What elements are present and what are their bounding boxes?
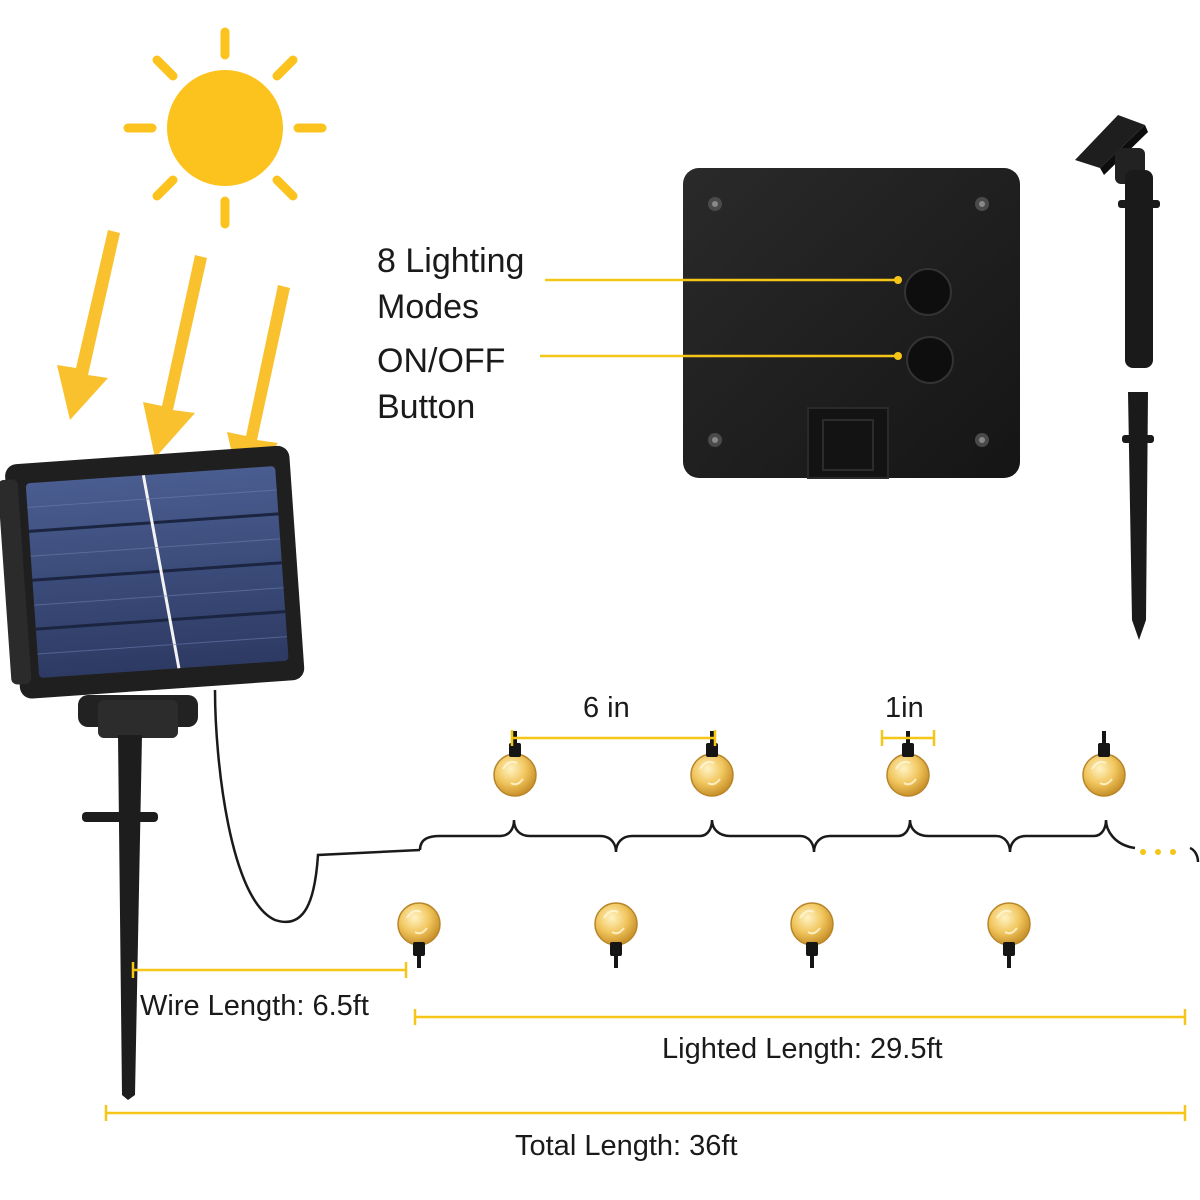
- total-length-label: Total Length: 36ft: [515, 1130, 738, 1162]
- bulb-size-label: 1in: [885, 692, 924, 724]
- mode-button: [904, 268, 952, 316]
- callout-lines: [540, 278, 898, 358]
- power-label: ON/OFF Button: [377, 338, 505, 430]
- string-wire: [418, 819, 1136, 853]
- power-label-line1: ON/OFF: [377, 342, 506, 380]
- dimension-lines: [104, 730, 1187, 1121]
- sunlight-arrows: [57, 230, 290, 488]
- wire-length-label: Wire Length: 6.5ft: [140, 990, 369, 1022]
- bulb-icon: [790, 902, 834, 969]
- bulb-icon: [886, 730, 930, 797]
- bulb-icon: [594, 902, 638, 969]
- control-box-icon: [683, 168, 1020, 479]
- modes-label-line2: Modes: [377, 288, 480, 326]
- modes-label: 8 Lighting Modes: [377, 238, 524, 330]
- bulb-icon: [987, 902, 1031, 969]
- power-button: [906, 336, 954, 384]
- bulb-icon: [397, 902, 441, 969]
- lighted-length-label: Lighted Length: 29.5ft: [662, 1033, 943, 1065]
- modes-label-line1: 8 Lighting: [377, 242, 525, 280]
- ground-stake-icon: [1075, 115, 1160, 640]
- bulb-icon: [690, 730, 734, 797]
- bulb-spacing-label: 6 in: [583, 692, 630, 724]
- bulb-icon: [1082, 730, 1126, 797]
- cable: [213, 689, 421, 924]
- sun-icon: [123, 27, 327, 229]
- solar-panel-icon: [0, 445, 305, 1100]
- continuation-dots: [1140, 849, 1176, 855]
- power-label-line2: Button: [377, 388, 476, 426]
- bulb-icon: [493, 730, 537, 797]
